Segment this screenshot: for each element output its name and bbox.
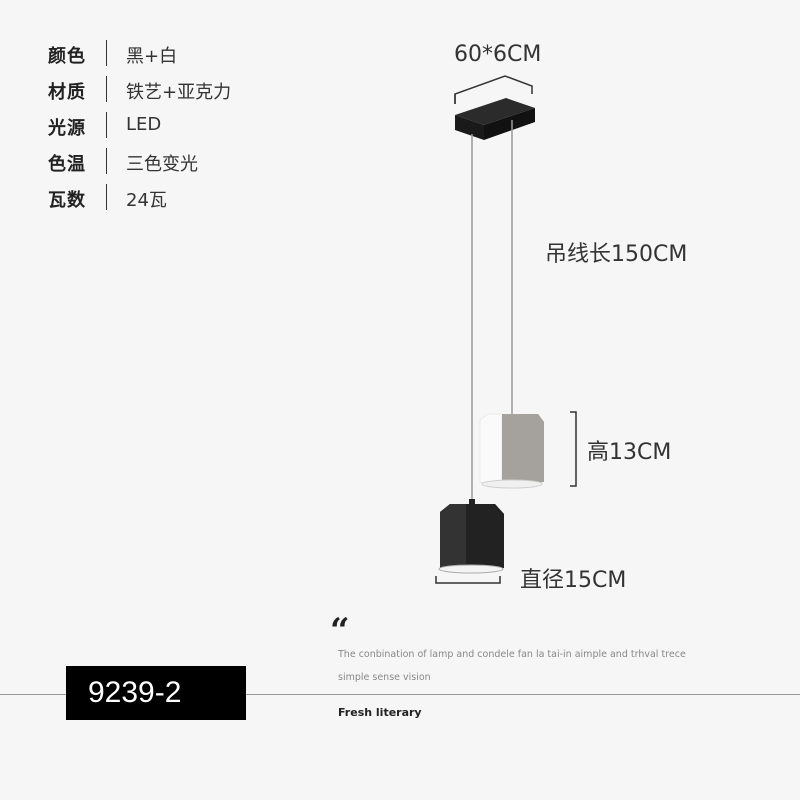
footer-label: Fresh literary — [338, 706, 422, 719]
white-pendant-shade — [479, 413, 544, 489]
spec-divider — [106, 76, 107, 102]
spec-key: 光源 — [48, 118, 86, 139]
spec-key: 材质 — [48, 82, 86, 103]
spec-value: 黑+白 — [126, 46, 178, 67]
spec-value: LED — [126, 114, 162, 135]
height-dimension-bracket — [570, 411, 577, 487]
diameter-dimension-bracket — [435, 576, 501, 584]
quote-mark-icon: “ — [330, 611, 350, 651]
spec-row-color-temp: 色温 三色变光 — [48, 144, 308, 180]
spec-value: 三色变光 — [126, 154, 198, 175]
spec-key: 颜色 — [48, 46, 86, 67]
ceiling-canopy — [455, 98, 535, 140]
spec-key: 色温 — [48, 154, 86, 175]
spec-divider — [106, 40, 107, 66]
spec-key: 瓦数 — [48, 190, 86, 211]
spec-row-wattage: 瓦数 24瓦 — [48, 180, 308, 216]
model-number-badge: 9239-2 — [66, 666, 246, 720]
canopy-size-label: 60*6CM — [454, 42, 542, 67]
black-pendant-shade — [438, 499, 504, 574]
spec-value: 铁艺+亚克力 — [126, 82, 232, 103]
spec-divider — [106, 148, 107, 174]
quote-line-1: The conbination of lamp and condele fan … — [338, 649, 686, 660]
canopy-dimension-bracket — [454, 75, 533, 104]
model-number: 9239-2 — [88, 676, 182, 709]
spec-row-material: 材质 铁艺+亚克力 — [48, 72, 308, 108]
spec-divider — [106, 184, 107, 210]
spec-row-color: 颜色 黑+白 — [48, 36, 308, 72]
divider-line — [0, 694, 800, 695]
shade-diameter-label: 直径15CM — [520, 568, 627, 593]
spec-row-light-source: 光源 LED — [48, 108, 308, 144]
shade-height-label: 高13CM — [587, 440, 672, 465]
quote-line-2: simple sense vision — [338, 672, 431, 683]
cable-length-label: 吊线长150CM — [545, 242, 688, 267]
spec-value: 24瓦 — [126, 190, 167, 211]
spec-divider — [106, 112, 107, 138]
